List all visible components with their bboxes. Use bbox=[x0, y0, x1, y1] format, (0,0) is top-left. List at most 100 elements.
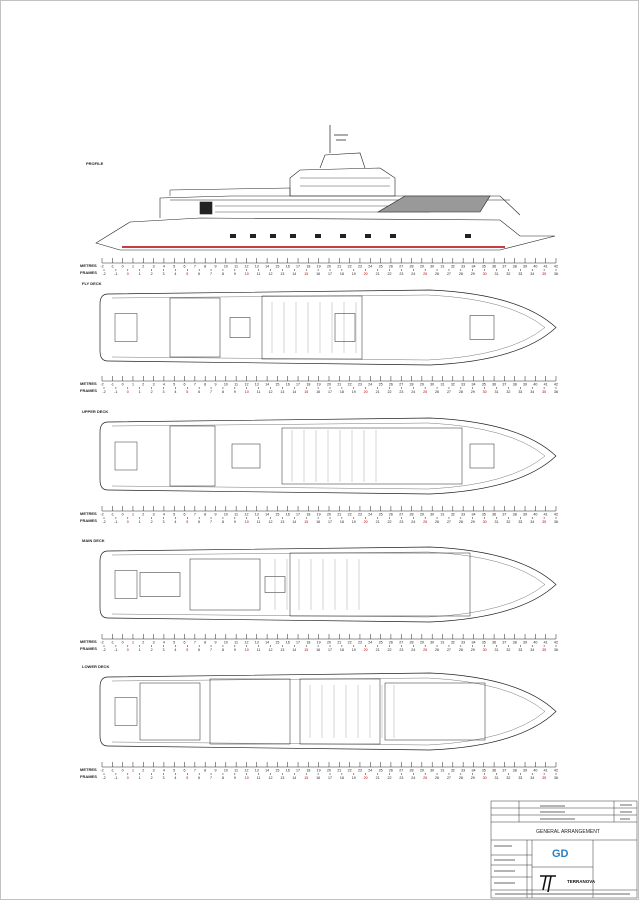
metre-tick-label: 22 bbox=[348, 769, 352, 773]
metre-tick-label: 26 bbox=[389, 265, 393, 269]
frames-label: FRAMES bbox=[80, 774, 97, 779]
frame-tick-label: 6 bbox=[198, 390, 200, 394]
frame-tick-label: 9 bbox=[234, 520, 236, 524]
main-deck-label: MAIN DECK bbox=[82, 538, 105, 543]
hull-outline bbox=[99, 289, 557, 366]
interior-layout-block bbox=[289, 552, 471, 617]
frame-tick-label: 30 bbox=[483, 520, 487, 524]
frame-tick-label: 11 bbox=[257, 776, 261, 780]
frame-tick-label: 16 bbox=[316, 272, 320, 276]
frame-tick-label: 33 bbox=[518, 648, 522, 652]
metre-tick-label: 4 bbox=[163, 513, 165, 517]
frame-tick-label: 36 bbox=[554, 648, 558, 652]
frame-tick-label: 8 bbox=[222, 776, 224, 780]
metre-tick-label: 14 bbox=[265, 513, 269, 517]
metre-tick-label: 15 bbox=[275, 513, 279, 517]
metre-tick-label: 38 bbox=[513, 383, 517, 387]
frame-tick-label: 4 bbox=[174, 272, 176, 276]
metre-tick-label: 1 bbox=[132, 383, 134, 387]
metre-tick-label: 12 bbox=[244, 769, 248, 773]
metre-tick-label: 17 bbox=[296, 513, 300, 517]
metre-tick-label: 15 bbox=[275, 641, 279, 645]
metre-tick-label: 41 bbox=[544, 513, 548, 517]
frame-tick-label: 30 bbox=[483, 272, 487, 276]
metre-tick-label: 8 bbox=[204, 641, 206, 645]
metre-tick-label: 5 bbox=[173, 383, 175, 387]
frame-tick-label: 29 bbox=[471, 648, 475, 652]
metre-tick-label: 20 bbox=[327, 383, 331, 387]
metre-tick-label: 3 bbox=[153, 265, 155, 269]
metre-tick-label: 38 bbox=[513, 513, 517, 517]
interior-layout-block bbox=[334, 313, 356, 342]
frame-tick-label: 25 bbox=[423, 390, 427, 394]
metres-label: METRES bbox=[80, 639, 97, 644]
frame-tick-label: 35 bbox=[542, 648, 546, 652]
metre-tick-label: 30 bbox=[430, 513, 434, 517]
frame-tick-label: 11 bbox=[257, 520, 261, 524]
metre-tick-label: 1 bbox=[132, 641, 134, 645]
metre-tick-label: 32 bbox=[451, 383, 455, 387]
metre-tick-label: 6 bbox=[184, 769, 186, 773]
metre-tick-label: 20 bbox=[327, 641, 331, 645]
deck-edge bbox=[111, 677, 546, 746]
metre-tick-label: -1 bbox=[111, 513, 114, 517]
metre-tick-label: 10 bbox=[224, 513, 228, 517]
metre-tick-label: 21 bbox=[337, 383, 341, 387]
metre-tick-label: 4 bbox=[163, 641, 165, 645]
frame-tick-label: 2 bbox=[151, 272, 153, 276]
frame-tick-label: 3 bbox=[162, 520, 164, 524]
frame-tick-label: 0 bbox=[127, 520, 129, 524]
frame-tick-label: 26 bbox=[435, 390, 439, 394]
frame-tick-label: 6 bbox=[198, 776, 200, 780]
frame-tick-label: 31 bbox=[495, 272, 499, 276]
frame-tick-label: 18 bbox=[340, 390, 344, 394]
interior-layout-block bbox=[169, 425, 216, 487]
frame-tick-label: 15 bbox=[304, 390, 308, 394]
metre-tick-label: 10 bbox=[224, 265, 228, 269]
frame-tick-label: 9 bbox=[234, 776, 236, 780]
metre-tick-label: 14 bbox=[265, 265, 269, 269]
frame-tick-label: 17 bbox=[328, 272, 332, 276]
frame-tick-label: 23 bbox=[399, 776, 403, 780]
metre-tick-label: 39 bbox=[523, 383, 527, 387]
frame-tick-label: 16 bbox=[316, 520, 320, 524]
metre-tick-label: -1 bbox=[111, 769, 114, 773]
frame-tick-label: 18 bbox=[340, 776, 344, 780]
metre-tick-label: 17 bbox=[296, 383, 300, 387]
metre-tick-label: 32 bbox=[451, 513, 455, 517]
hull-outline bbox=[99, 546, 557, 623]
metre-tick-label: 3 bbox=[153, 513, 155, 517]
metre-tick-label: 16 bbox=[286, 265, 290, 269]
frame-tick-label: 3 bbox=[162, 390, 164, 394]
metre-tick-label: 37 bbox=[502, 769, 506, 773]
metre-tick-label: 27 bbox=[399, 641, 403, 645]
metre-tick-label: 19 bbox=[317, 641, 321, 645]
frame-tick-label: 26 bbox=[435, 776, 439, 780]
interior-layout-block bbox=[139, 572, 181, 597]
interior-layout-block bbox=[229, 317, 251, 338]
designer-logo: GD bbox=[552, 848, 569, 860]
frame-tick-label: 19 bbox=[352, 648, 356, 652]
frame-tick-label: 8 bbox=[222, 648, 224, 652]
metre-tick-label: 27 bbox=[399, 769, 403, 773]
interior-layout-block bbox=[384, 682, 486, 741]
metre-tick-label: 39 bbox=[523, 641, 527, 645]
metre-tick-label: 39 bbox=[523, 513, 527, 517]
metre-tick-label: 33 bbox=[461, 641, 465, 645]
frame-tick-label: 10 bbox=[245, 272, 249, 276]
deck-edge bbox=[111, 551, 546, 618]
frame-tick-label: -1 bbox=[114, 390, 117, 394]
frame-tick-label: 1 bbox=[139, 776, 141, 780]
frame-tick-label: 30 bbox=[483, 390, 487, 394]
frame-tick-label: -1 bbox=[114, 776, 117, 780]
metre-tick-label: 40 bbox=[533, 769, 537, 773]
fly-deck-plan bbox=[99, 289, 557, 366]
metre-tick-label: 38 bbox=[513, 641, 517, 645]
lower-deck-plan bbox=[99, 672, 557, 751]
frame-tick-label: 13 bbox=[280, 520, 284, 524]
frames-label: FRAMES bbox=[80, 270, 97, 275]
frame-tick-label: 29 bbox=[471, 390, 475, 394]
frame-tick-label: 3 bbox=[162, 776, 164, 780]
